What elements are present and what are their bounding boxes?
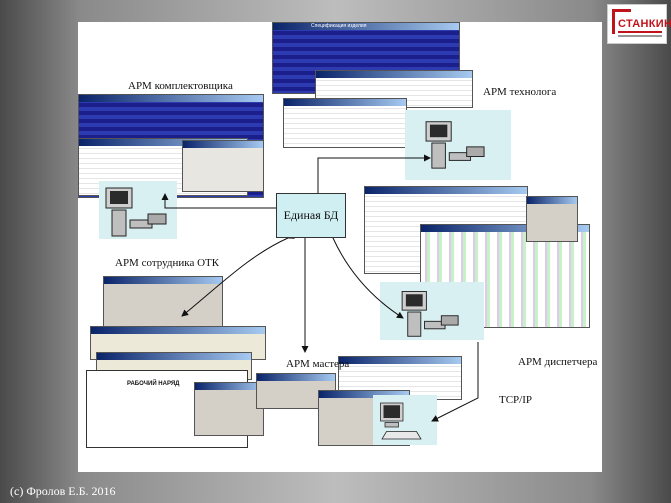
work-order-title: РАБОЧИЙ НАРЯД [127, 381, 180, 387]
logo-text: СТАНКИН [618, 18, 671, 30]
central-database-box: Единая БД [276, 193, 346, 238]
logo-stripe [618, 31, 662, 33]
logo-mark-icon [612, 9, 631, 34]
logo-stripe [618, 35, 662, 37]
master-workstation-icon [380, 402, 422, 440]
picker-subdialog [182, 140, 264, 192]
tech-dialog [283, 98, 407, 148]
copyright-footer: (c) Фролов Е.Б. 2016 [10, 484, 116, 498]
spec-window-title: Спецификация изделия [311, 23, 367, 29]
stankin-logo: СТАНКИН [607, 4, 671, 44]
label-network: TCP/IP [499, 394, 533, 406]
tech-workstation-icon [425, 121, 485, 169]
dispatcher-side [526, 196, 578, 242]
label-qc: АРМ сотрудника ОТК [115, 257, 220, 269]
dispatcher-workstation-icon [401, 291, 459, 337]
picker-workstation-icon [99, 181, 177, 239]
qc-small-dialog [194, 382, 264, 436]
label-master: АРМ мастера [286, 358, 350, 370]
label-technologist: АРМ технолога [483, 86, 557, 98]
label-dispatcher: АРМ диспетчера [518, 356, 598, 368]
label-picker: АРМ комплектовщика [128, 80, 233, 92]
